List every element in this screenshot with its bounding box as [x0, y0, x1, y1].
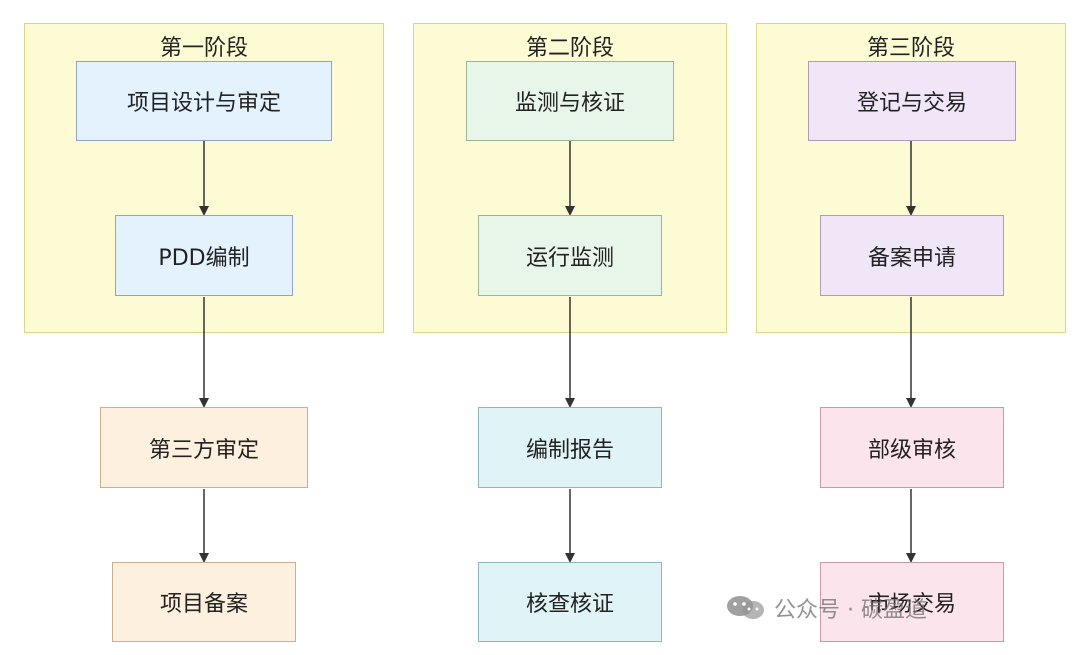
- node-third-party-validation: 第三方审定: [100, 407, 308, 488]
- node-compile-report: 编制报告: [478, 407, 662, 488]
- node-market-trading: 市场交易: [820, 562, 1004, 642]
- watermark-text: 公众号 · 碳盈道: [774, 598, 927, 623]
- stage-2-title: 第二阶段: [525, 36, 614, 61]
- node-project-design: 项目设计与审定: [76, 61, 332, 141]
- watermark: 公众号 · 碳盈道: [726, 592, 927, 624]
- stage-1-title: 第一阶段: [159, 36, 248, 61]
- node-project-filing: 项目备案: [112, 562, 296, 642]
- node-operation-monitoring: 运行监测: [478, 215, 662, 296]
- node-check-verify: 核查核证: [478, 562, 662, 642]
- node-ministry-review: 部级审核: [820, 407, 1004, 488]
- node-monitoring-verification: 监测与核证: [466, 61, 674, 141]
- node-filing-application: 备案申请: [820, 215, 1004, 296]
- node-pdd: PDD编制: [115, 215, 293, 296]
- wechat-icon: [726, 594, 766, 622]
- node-registration-trading: 登记与交易: [808, 61, 1016, 141]
- stage-3-title: 第三阶段: [866, 36, 955, 61]
